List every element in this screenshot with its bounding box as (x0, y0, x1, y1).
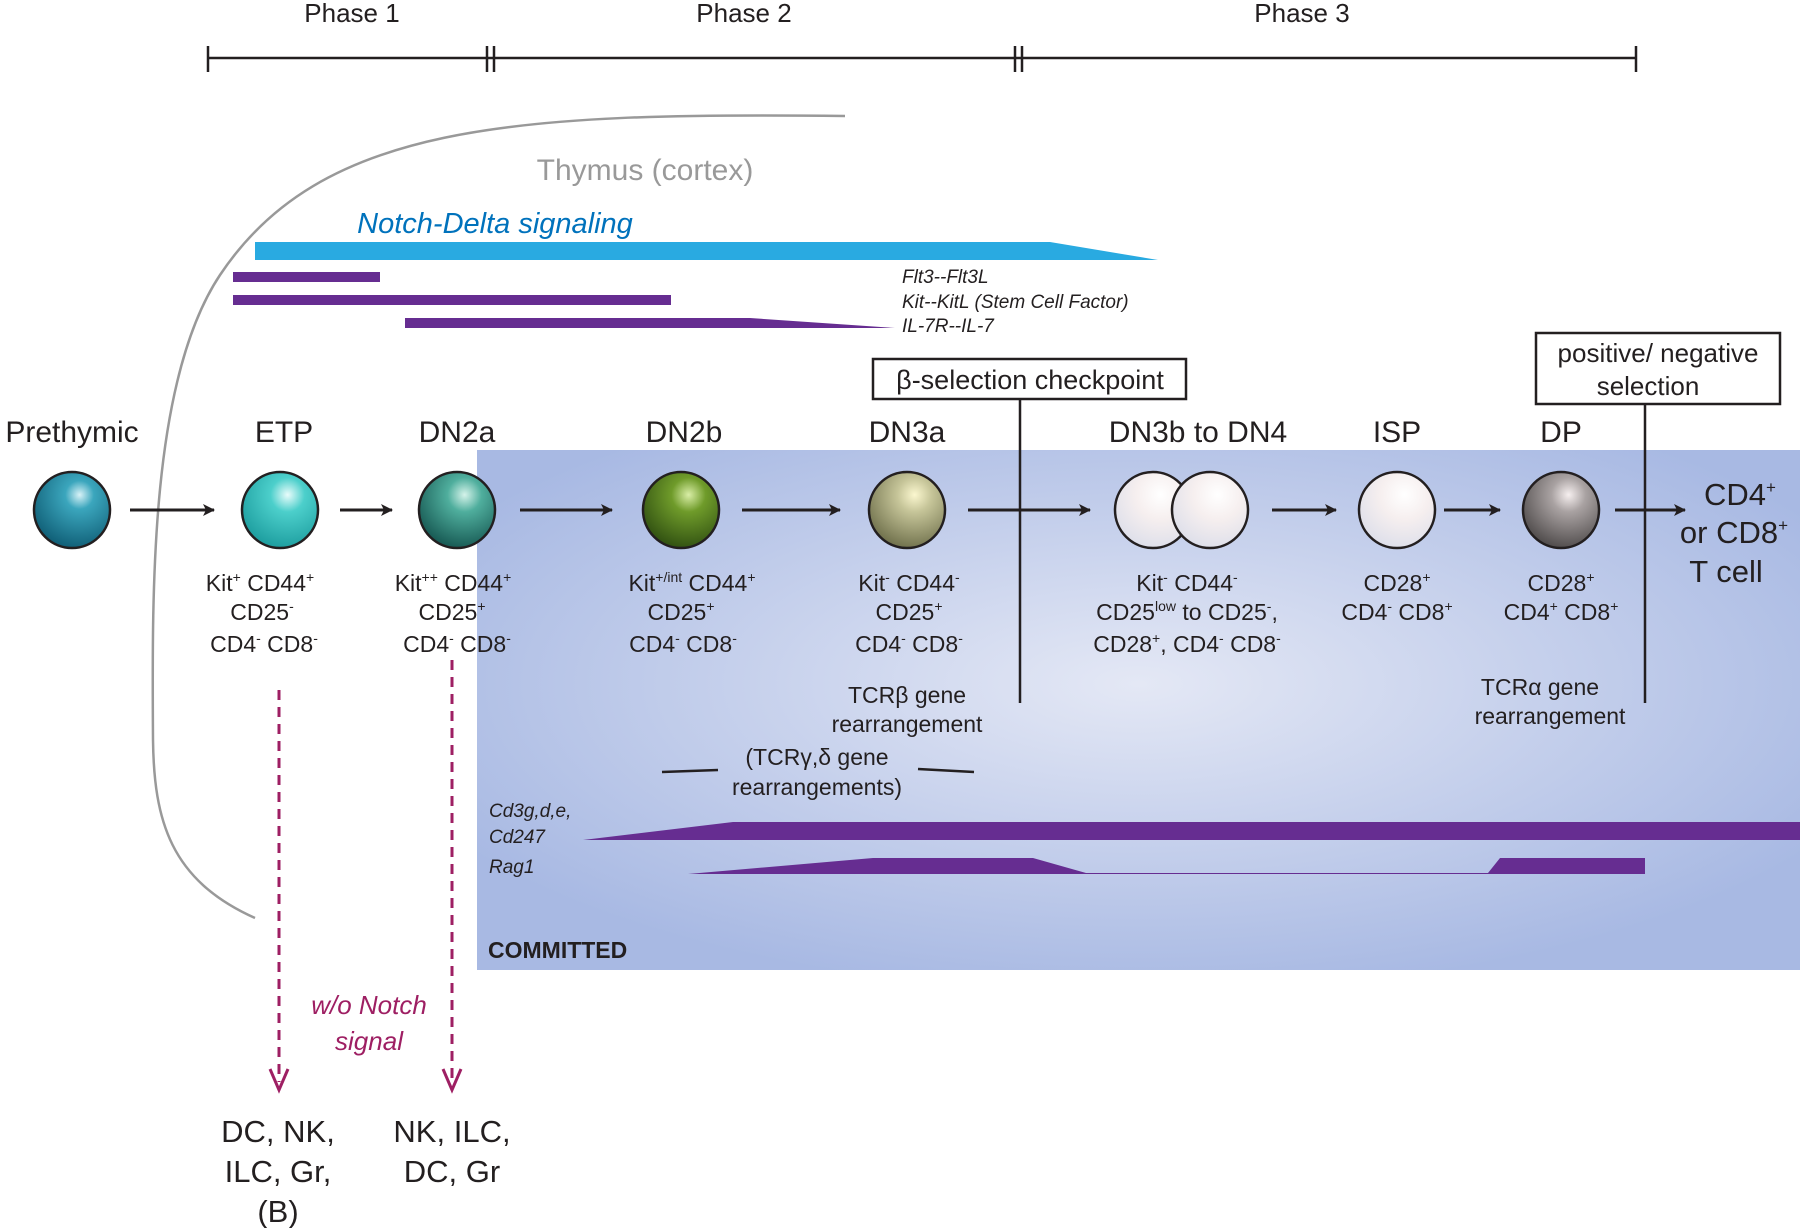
cell-dp (1521, 470, 1601, 550)
phase-timeline (206, 46, 1638, 72)
dn3a-marker-line1: Kit- CD44- (858, 569, 960, 596)
stage-isp: ISP (1373, 416, 1421, 449)
isp-marker-line2: CD4- CD8+ (1341, 598, 1452, 625)
positive-negative-line1: positive/ negative (1558, 338, 1759, 368)
dn2a-fate-line1: NK, ILC, (393, 1114, 510, 1149)
dn3a-marker-line3: CD4- CD8- (855, 630, 963, 657)
etp-fate-line2: ILC, Gr, (225, 1154, 332, 1189)
dn2a-dashed-arrow-head (441, 1068, 463, 1094)
dn3b-marker-line3: CD28+, CD4- CD8- (1093, 630, 1281, 657)
beta-selection-label: β-selection checkpoint (896, 365, 1164, 395)
isp-marker-line1: CD28+ (1364, 569, 1431, 596)
thymus-boundary (151, 114, 846, 920)
tcrgd-dash-right (917, 767, 975, 774)
tcrgd-line2: rearrangements) (732, 774, 902, 800)
stage-dn3a: DN3a (869, 416, 946, 449)
rag1-gene-label: Rag1 (489, 857, 534, 878)
tcra-line1: TCRα gene (1481, 674, 1599, 700)
markers-dn2b: Kit+/int CD44+ CD25+ CD4- CD8- (628, 569, 755, 657)
markers-dn2a: Kit++ CD44+ CD25+ CD4- CD8- (395, 569, 512, 657)
etp-fate-line1: DC, NK, (221, 1114, 335, 1149)
stage-etp: ETP (255, 416, 313, 449)
cd3-gene-label-line1: Cd3g,d,e, (489, 801, 571, 822)
stage-dn2b: DN2b (646, 416, 723, 449)
stage-prethymic: Prethymic (5, 416, 138, 449)
phase-3-label: Phase 3 (1254, 0, 1349, 28)
markers-dp: CD28+ CD4+ CD8+ (1504, 569, 1619, 625)
notch-delta-label: Notch-Delta signaling (357, 208, 633, 240)
flt3-bar (233, 272, 380, 282)
beta-selection-box (871, 357, 1188, 401)
dn3b-marker-line2: CD25low to CD25-, (1096, 598, 1278, 625)
outcome-line1: CD4+ (1704, 477, 1776, 512)
dn2b-marker-line3: CD4- CD8- (629, 630, 737, 657)
stage-dn2a: DN2a (419, 416, 496, 449)
etp-marker-line2: CD25- (230, 598, 294, 625)
thymus-label: Thymus (cortex) (537, 154, 754, 187)
dp-marker-line2: CD4+ CD8+ (1504, 598, 1619, 625)
outcome-line3: T cell (1689, 554, 1763, 589)
flt3-label: Flt3--Flt3L (902, 267, 989, 288)
dn2b-marker-line2: CD25+ (648, 598, 715, 625)
tcrb-line2: rearrangement (832, 711, 983, 737)
cell-dn3b-right (1170, 470, 1250, 550)
dn2a-fate-line2: DC, Gr (404, 1154, 500, 1189)
stage-dn3b-dn4: DN3b to DN4 (1109, 416, 1287, 449)
markers-isp: CD28+ CD4- CD8+ (1341, 569, 1452, 625)
positive-negative-line2: selection (1597, 371, 1700, 401)
phase-2-label: Phase 2 (696, 0, 791, 28)
cd3-gene-label-line2: Cd247 (489, 827, 546, 848)
dn2a-marker-line3: CD4- CD8- (403, 630, 511, 657)
etp-fate-line3: (B) (257, 1194, 298, 1228)
outcome-line2: or CD8+ (1680, 515, 1788, 550)
dn2a-marker-line2: CD25+ (419, 598, 486, 625)
il7-bar (405, 318, 895, 328)
cell-etp (240, 470, 320, 550)
tcrgd-line1: (TCRγ,δ gene (745, 744, 888, 770)
cell-dn2a (417, 470, 497, 550)
markers-etp: Kit+ CD44+ CD25- CD4- CD8- (206, 569, 318, 657)
tcrgd-dash-left (661, 768, 719, 774)
notch-absent-line2: signal (335, 1026, 404, 1056)
markers-dn3b-dn4: Kit- CD44- CD25low to CD25-, CD28+, CD4-… (1093, 569, 1281, 657)
notch-delta-bar (255, 242, 1158, 260)
dp-marker-line1: CD28+ (1528, 569, 1595, 596)
committed-label: COMMITTED (488, 937, 627, 963)
stage-dp: DP (1540, 416, 1582, 449)
cell-prethymic (32, 470, 112, 550)
tcrb-line1: TCRβ gene (848, 682, 966, 708)
etp-dashed-arrow-head (268, 1068, 290, 1094)
etp-marker-line3: CD4- CD8- (210, 630, 318, 657)
dn2b-marker-line1: Kit+/int CD44+ (628, 569, 755, 596)
positive-negative-selection-box (1534, 331, 1782, 406)
kit-bar (233, 295, 671, 305)
phase-1-label: Phase 1 (304, 0, 399, 28)
dn2a-marker-line1: Kit++ CD44+ (395, 569, 512, 596)
tcra-line2: rearrangement (1475, 703, 1626, 729)
kit-label: Kit--KitL (Stem Cell Factor) (902, 292, 1129, 313)
dn3a-marker-line2: CD25+ (876, 598, 943, 625)
cell-dn2b (641, 470, 721, 550)
etp-marker-line1: Kit+ CD44+ (206, 569, 314, 596)
cd3-expression-bar (583, 822, 1800, 840)
il7-label: IL-7R--IL-7 (902, 316, 995, 337)
cell-dn3a (867, 470, 947, 550)
markers-dn3a: Kit- CD44- CD25+ CD4- CD8- (855, 569, 963, 657)
notch-absent-line1: w/o Notch (311, 990, 427, 1020)
dn3b-marker-line1: Kit- CD44- (1136, 569, 1238, 596)
rag1-expression-bar (688, 858, 1645, 874)
cell-isp (1357, 470, 1437, 550)
